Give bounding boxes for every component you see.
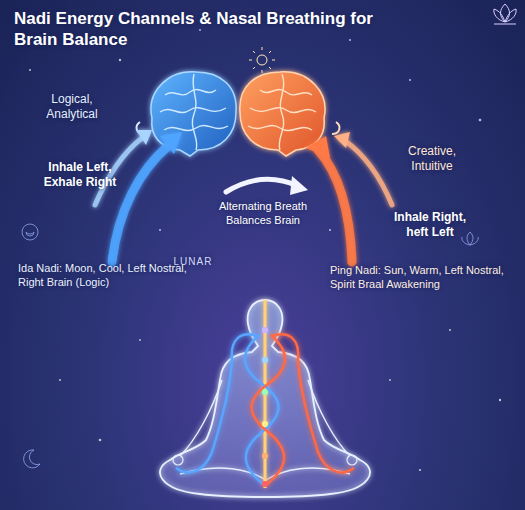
star — [139, 339, 141, 341]
sun-disc — [257, 55, 267, 65]
nadi-description: Ping Nadi: Sun, Warm, Left Nostral, Spir… — [330, 264, 508, 292]
star — [389, 379, 391, 381]
arrow-head — [334, 132, 350, 148]
arrow-head — [306, 136, 330, 158]
meditating-figure — [160, 300, 370, 497]
chakra-dot — [262, 327, 268, 333]
lotus-icon — [494, 4, 516, 24]
lotus-base — [494, 24, 516, 25]
star — [329, 229, 331, 231]
lotus-petal — [505, 9, 516, 22]
chakra-dot — [262, 421, 268, 427]
star — [449, 329, 451, 331]
arrow-head — [290, 176, 308, 195]
balance-label: Alternating Breath Balances Brain — [200, 200, 326, 228]
star — [99, 439, 102, 442]
body-outline — [160, 300, 370, 497]
hand-mudra — [347, 455, 357, 465]
breath-arrow — [318, 150, 352, 262]
star — [159, 229, 161, 231]
diagram-title: Nadi Energy Channels & Nasal Breathing f… — [14, 8, 384, 51]
brain-shape — [240, 72, 325, 156]
arrow-head — [160, 132, 182, 154]
chakra-dot — [262, 481, 268, 487]
right-brain — [240, 72, 325, 156]
brain-folds — [248, 74, 316, 150]
star — [59, 379, 61, 381]
star — [409, 79, 411, 81]
lotus-petal — [494, 9, 505, 22]
sun-icon — [249, 47, 275, 73]
star — [419, 469, 421, 471]
breath-instruction: Inhale Right, heft Left — [388, 210, 472, 240]
star — [29, 69, 31, 71]
nadi-description: Ida Nadi: Moon, Cool, Left Nostral, Righ… — [18, 262, 196, 290]
arrow-head — [136, 130, 152, 145]
brain-shape — [151, 72, 236, 156]
moon-crescent — [26, 232, 34, 236]
moon-icon — [22, 224, 38, 240]
lotus-petal — [501, 4, 510, 22]
hemisphere-label: Creative, Intuitive — [386, 144, 478, 174]
breath-arrow — [344, 140, 392, 205]
chakra-dot — [262, 357, 268, 363]
ida-channel — [176, 334, 279, 486]
lotus-icon-small — [462, 232, 478, 245]
nostril-mark — [332, 122, 339, 134]
star — [119, 59, 121, 61]
star — [499, 399, 501, 401]
left-brain — [151, 72, 236, 156]
chakra-dot — [262, 453, 268, 459]
crescent-icon — [24, 450, 40, 468]
pingala-channel — [252, 334, 355, 486]
chakra-dot — [262, 389, 268, 395]
star — [479, 119, 482, 122]
sun-rays — [249, 47, 275, 73]
nadi-channels — [176, 300, 354, 488]
star — [349, 39, 351, 41]
right-arrows — [306, 132, 392, 262]
left-arrows — [95, 130, 182, 262]
star — [199, 29, 201, 31]
balance-arrow — [226, 179, 298, 192]
hand-mudra — [173, 455, 183, 465]
breath-instruction: Inhale Left, Exhale Right — [38, 160, 122, 190]
hemisphere-label: Logical, Analytical — [26, 92, 118, 122]
